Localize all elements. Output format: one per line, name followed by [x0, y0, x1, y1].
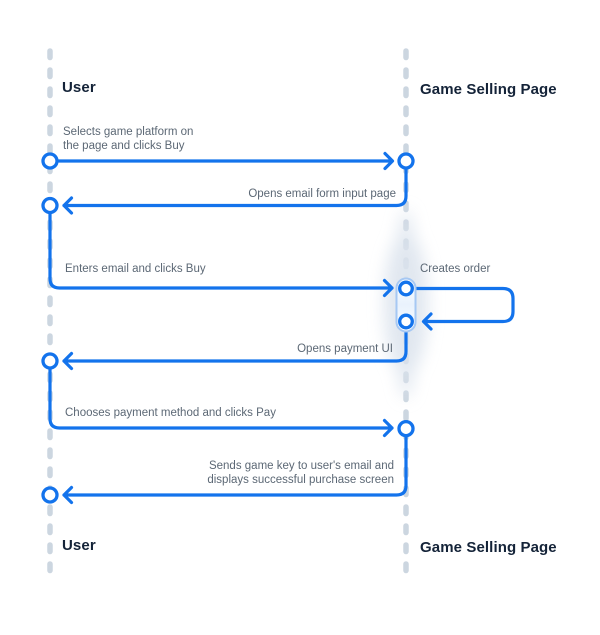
endpoint-user-2	[41, 196, 59, 215]
endpoint-activation-bottom	[398, 313, 414, 330]
endpoint-page-2	[397, 419, 415, 438]
actor-label-user-bottom: User	[62, 537, 96, 554]
message-arrow-opens-email-form	[62, 167, 408, 215]
message-arrow-selects-platform	[57, 151, 395, 171]
message-label-chooses-payment: Chooses payment method and clicks Pay	[65, 407, 276, 419]
message-arrow-chooses-payment	[48, 367, 394, 438]
message-label-opens-payment-ui: Opens payment UI	[297, 343, 393, 355]
endpoint-activation-top	[398, 280, 414, 297]
message-label-selects-platform: Selects game platform on the page and cl…	[63, 126, 194, 152]
message-arrow-creates-order-loop	[411, 286, 515, 331]
endpoint-page-1	[397, 152, 415, 170]
message-arrow-enters-email	[48, 212, 394, 298]
actor-label-page-bottom: Game Selling Page	[420, 539, 557, 556]
message-label-opens-email-form: Opens email form input page	[248, 188, 396, 200]
message-label-creates-order: Creates order	[420, 263, 491, 275]
actor-label-user-top: User	[62, 79, 96, 96]
message-arrow-sends-game-key	[62, 435, 408, 505]
actor-label-page-top: Game Selling Page	[420, 81, 557, 98]
endpoint-user-3	[41, 352, 59, 370]
message-label-sends-game-key: Sends game key to user's email and displ…	[207, 460, 394, 486]
endpoint-user-4	[41, 486, 59, 504]
message-arrow-opens-payment-ui	[62, 328, 408, 371]
message-label-enters-email: Enters email and clicks Buy	[65, 263, 206, 275]
endpoint-user-1	[41, 152, 59, 170]
